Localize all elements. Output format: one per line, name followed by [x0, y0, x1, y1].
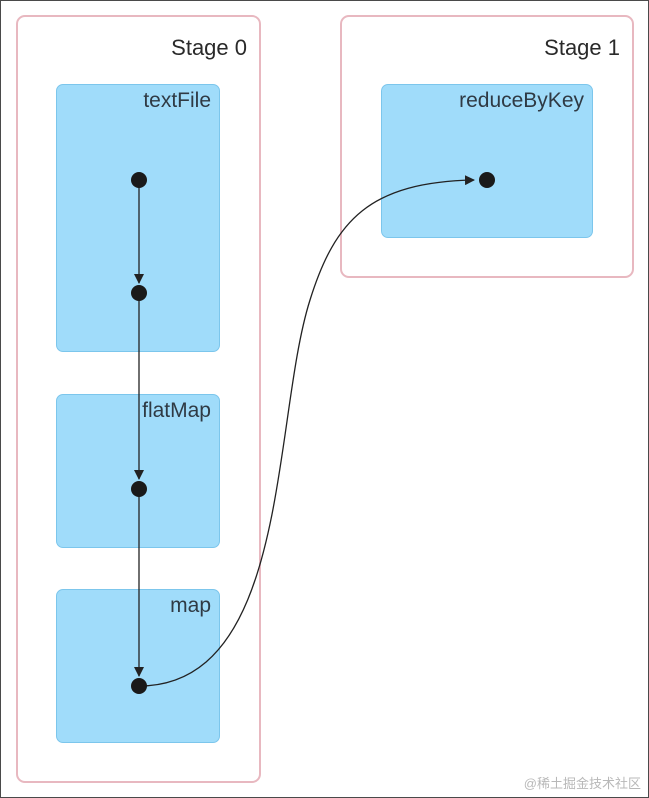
partition-node-reducebykey [479, 172, 495, 188]
partition-node-textfile-1 [131, 172, 147, 188]
rdd-reducebykey-label: reduceByKey [459, 89, 584, 112]
rdd-textfile: textFile [56, 84, 220, 352]
rdd-textfile-label: textFile [143, 89, 211, 112]
partition-node-map [131, 678, 147, 694]
edge-map-to-reducebykey [138, 175, 475, 687]
rdd-flatmap-label: flatMap [142, 399, 211, 422]
partition-node-flatmap [131, 481, 147, 497]
partition-node-textfile-2 [131, 285, 147, 301]
rdd-reducebykey: reduceByKey [381, 84, 593, 238]
rdd-map: map [56, 589, 220, 743]
stage-1-label: Stage 1 [544, 35, 620, 60]
watermark-text: @稀土掘金技术社区 [523, 776, 641, 791]
stage-0-label: Stage 0 [171, 35, 247, 60]
rdd-map-label: map [170, 594, 211, 617]
